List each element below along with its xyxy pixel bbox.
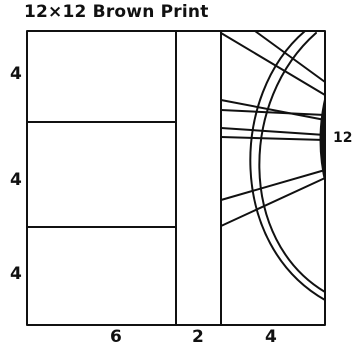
fan-hub	[319, 95, 325, 185]
arc-outer	[249, 30, 326, 301]
fan-spoke	[220, 177, 326, 227]
fan-spoke	[220, 127, 326, 136]
fan-spoke	[220, 109, 326, 116]
bottom-dim-label: 6	[110, 327, 122, 347]
right-dim-label: 12	[333, 130, 353, 146]
left-dim-label: 4	[10, 170, 22, 190]
fan-spoke	[220, 136, 326, 141]
fan-spoke	[254, 30, 326, 83]
left-dim-label: 4	[10, 264, 22, 284]
diagram-title: 12×12 Brown Print	[24, 2, 209, 22]
arc-inner	[258, 32, 326, 293]
bottom-dim-label: 2	[192, 327, 204, 347]
bottom-dim-label: 4	[265, 327, 277, 347]
left-dim-label: 4	[10, 64, 22, 84]
fan-spoke	[220, 99, 326, 121]
fan-spoke	[220, 32, 326, 96]
fan-spoke	[220, 169, 326, 201]
